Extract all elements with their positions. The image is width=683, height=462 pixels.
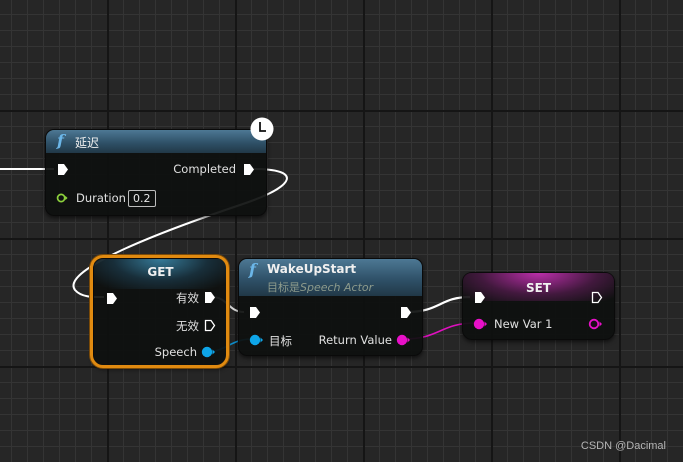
wakeupstart-node-subtitle: 目标是Speech Actor	[267, 279, 373, 295]
function-icon: f	[57, 131, 64, 150]
exec-in-pin[interactable]	[106, 292, 118, 305]
delay-node[interactable]: f 延迟 Completed Duration 0.2	[45, 129, 267, 216]
completed-label: Completed	[173, 162, 236, 176]
target-object-pin[interactable]	[249, 334, 264, 346]
target-label: 目标	[269, 334, 292, 348]
set-node-header	[463, 273, 614, 301]
set-node-title: SET	[525, 281, 552, 295]
get-node-header	[94, 259, 227, 289]
return-value-pin[interactable]	[396, 334, 411, 346]
exec-out-pin[interactable]	[400, 306, 412, 319]
get-node-title: GET	[147, 265, 174, 279]
clock-icon	[250, 117, 274, 141]
delay-node-header	[46, 130, 266, 153]
valid-label: 有效	[176, 291, 199, 305]
exec-in-pin[interactable]	[249, 306, 261, 319]
new-var-label: New Var 1	[494, 317, 553, 331]
new-var-out-pin[interactable]	[588, 318, 603, 330]
exec-in-pin[interactable]	[474, 291, 486, 304]
delay-node-title: 延迟	[75, 136, 100, 150]
subtitle-prefix: 目标是	[267, 281, 300, 294]
wakeupstart-node-header	[239, 259, 422, 296]
speech-object-pin[interactable]	[201, 346, 216, 358]
exec-in-pin[interactable]	[57, 163, 69, 176]
subtitle-target: Speech Actor	[300, 281, 374, 294]
function-icon: f	[249, 260, 256, 279]
speech-label: Speech	[154, 345, 197, 359]
set-node[interactable]: SET New Var 1	[462, 272, 615, 340]
selection-outline	[90, 255, 229, 368]
new-var-in-pin[interactable]	[473, 318, 488, 330]
exec-wire-completed-to-get	[72, 168, 288, 299]
duration-input[interactable]: 0.2	[128, 190, 156, 207]
invalid-exec-pin[interactable]	[204, 319, 216, 332]
valid-exec-pin[interactable]	[204, 291, 216, 304]
invalid-label: 无效	[176, 319, 199, 333]
duration-float-pin[interactable]	[56, 192, 68, 204]
duration-label: Duration	[76, 191, 126, 205]
exec-out-pin[interactable]	[591, 291, 603, 304]
watermark: CSDN @Dacimal	[580, 440, 666, 452]
completed-exec-pin[interactable]	[243, 163, 255, 176]
wakeupstart-node-title: WakeUpStart	[267, 262, 357, 276]
wakeupstart-node[interactable]: f WakeUpStart 目标是Speech Actor 目标 Return …	[238, 258, 423, 356]
return-value-label: Return Value	[318, 333, 392, 347]
